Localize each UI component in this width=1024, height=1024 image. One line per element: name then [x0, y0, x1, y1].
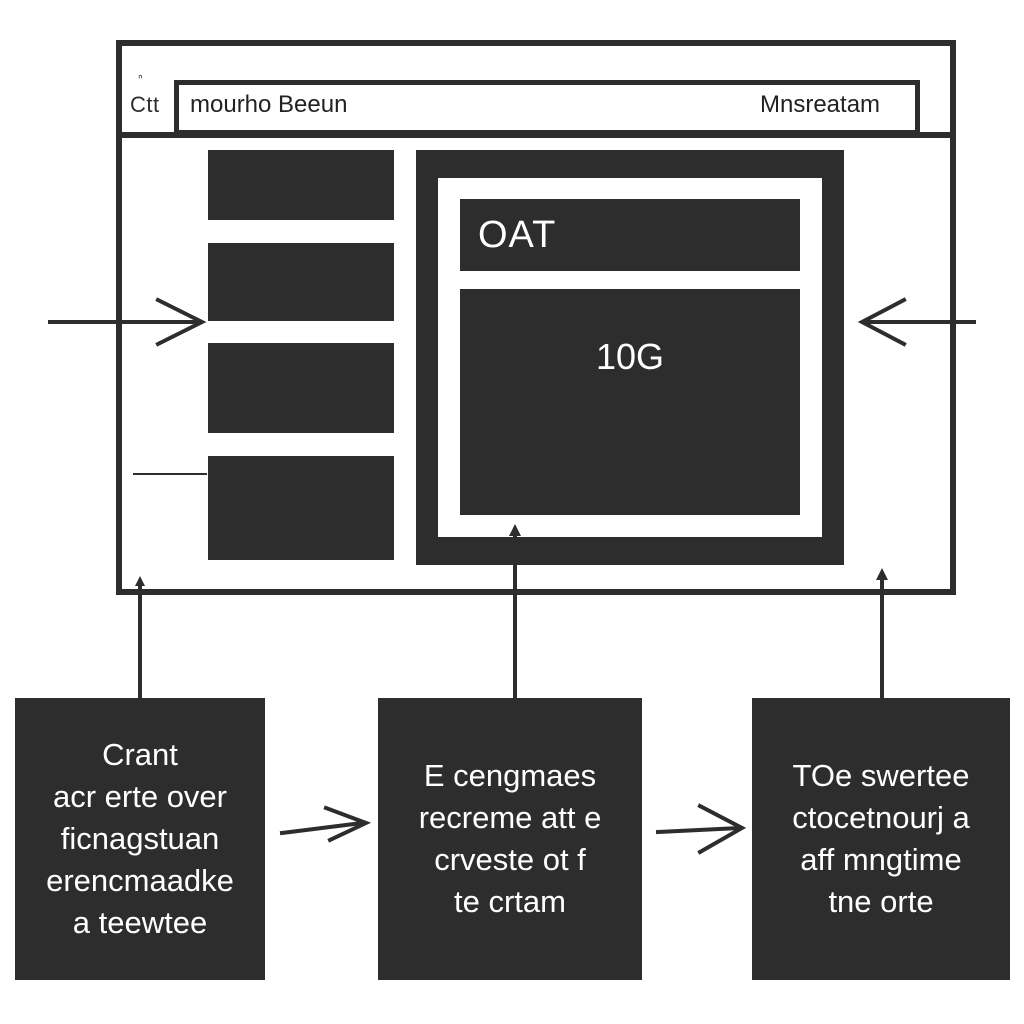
description-box-1: Crant acr erte over ficnagstuan erencmaa…	[15, 698, 265, 980]
main-panel-value: 10G	[595, 336, 665, 377]
flow-arrow-1-line	[279, 820, 365, 836]
description-box-3: TOe swertee ctocetnourj a aff mngtime tn…	[752, 698, 1010, 980]
connector-tip-3	[876, 568, 888, 580]
app-icon: ᐢ	[138, 72, 143, 86]
flow-arrow-1-head	[323, 805, 372, 843]
app-label: Ctt	[130, 92, 160, 117]
address-bar-right-label: Mnsreatam	[760, 91, 881, 118]
sidebar-block-1[interactable]	[208, 150, 394, 220]
flow-arrow-2-head	[697, 803, 747, 855]
description-text-3: TOe swertee ctocetnourj a aff mngtime tn…	[792, 758, 970, 919]
address-bar-text: mourho Beeun	[190, 91, 348, 118]
right-arrow-head	[857, 297, 907, 347]
flow-arrow-2-line	[655, 825, 743, 835]
description-box-2: E cengmaes recreme att e crveste ot f te…	[378, 698, 642, 980]
main-panel-header	[460, 199, 800, 271]
sidebar-block-4[interactable]	[208, 456, 394, 560]
connector-tip-2	[509, 524, 521, 536]
main-panel-header-label: OAT	[478, 214, 557, 256]
description-text-2: E cengmaes recreme att e crveste ot f te…	[418, 758, 602, 919]
sidebar-block-3[interactable]	[208, 343, 394, 433]
titlebar-divider	[116, 132, 956, 138]
connector-tip-1	[135, 576, 145, 586]
description-text-1: Crant acr erte over ficnagstuan erencmaa…	[46, 737, 234, 940]
main-panel-body	[460, 289, 800, 515]
left-arrow-head	[155, 297, 207, 347]
address-bar[interactable]	[174, 80, 920, 135]
sidebar-block-2[interactable]	[208, 243, 394, 321]
